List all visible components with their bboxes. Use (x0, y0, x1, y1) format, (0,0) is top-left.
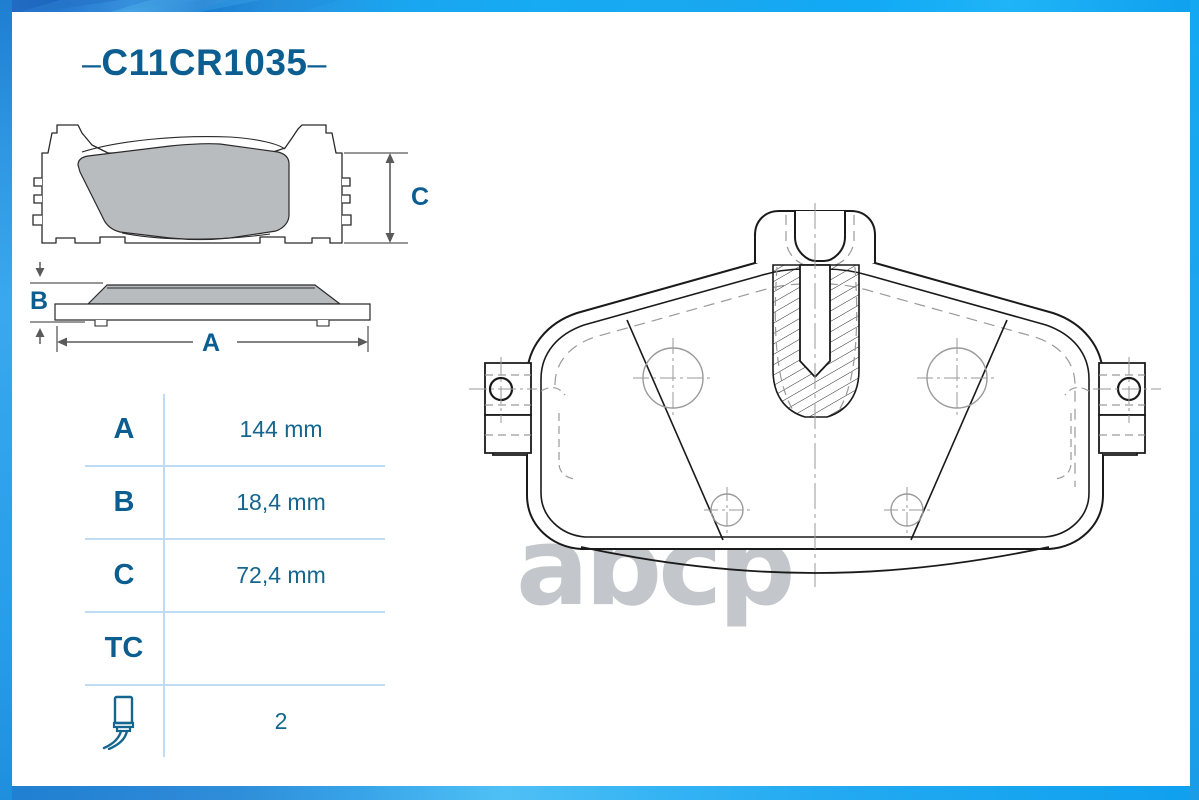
frame-border-right (1190, 0, 1199, 800)
table-row: B 18,4 mm (85, 467, 385, 540)
table-row: A 144 mm (85, 394, 385, 467)
frame-border-bottom (0, 786, 1199, 800)
spec-label-sensor (85, 694, 163, 750)
spec-label-tc: TC (104, 632, 144, 664)
specification-table: A 144 mm B 18,4 mm C 72,4 mm TC (85, 394, 385, 757)
frame-swoosh-decoration (0, 0, 340, 12)
dimension-label-c: C (411, 183, 429, 211)
brake-pad-front-view: C (32, 124, 429, 244)
spec-value-b: 18,4 mm (236, 489, 326, 515)
wear-sensor-icon (102, 695, 135, 750)
brake-pad-side-view: B A (30, 262, 371, 357)
frame-border-left (0, 0, 12, 800)
title-dash-right: – (307, 45, 327, 83)
table-column-divider (163, 394, 165, 757)
spec-label-b: B (113, 486, 135, 518)
dimension-label-a: A (202, 329, 220, 357)
spec-value-sensor-count: 2 (274, 708, 288, 734)
spec-label-a: A (113, 413, 135, 445)
spec-value-c: 72,4 mm (236, 562, 326, 588)
frame-border-top (0, 0, 1199, 12)
brake-pad-technical-cad-view (469, 203, 1161, 587)
product-title: –C11CR1035– (82, 42, 327, 84)
dimension-label-b: B (30, 287, 48, 315)
title-dash-left: – (82, 45, 102, 83)
table-row: TC (85, 613, 385, 686)
spec-value-a: 144 mm (239, 416, 323, 442)
spec-label-c: C (113, 559, 135, 591)
table-row: 2 (85, 686, 385, 757)
product-code: C11CR1035 (101, 42, 308, 83)
table-row: C 72,4 mm (85, 540, 385, 613)
